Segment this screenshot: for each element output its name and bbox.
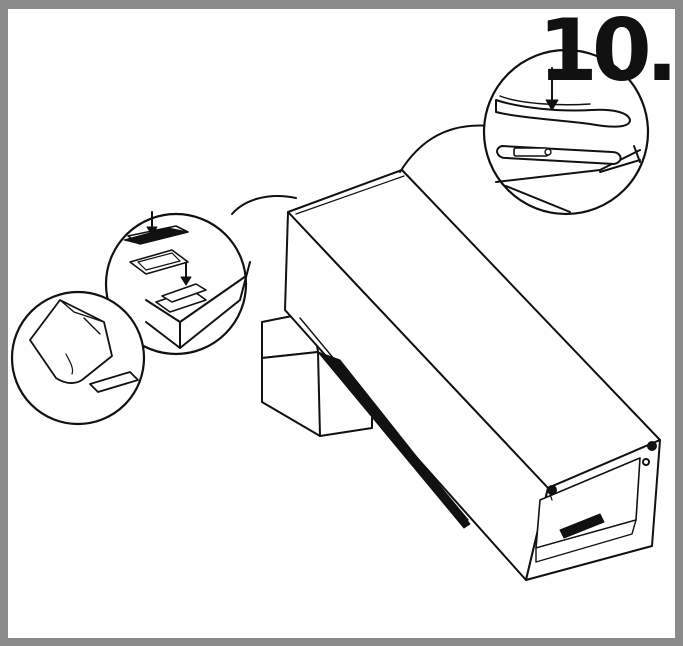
callout-magnifier-middle xyxy=(104,194,297,356)
step-number-label: 10. xyxy=(538,1,678,101)
cabinet-body xyxy=(284,169,661,581)
callout-magnifier-bag xyxy=(10,290,146,426)
callout-magnifier-top xyxy=(399,48,650,216)
